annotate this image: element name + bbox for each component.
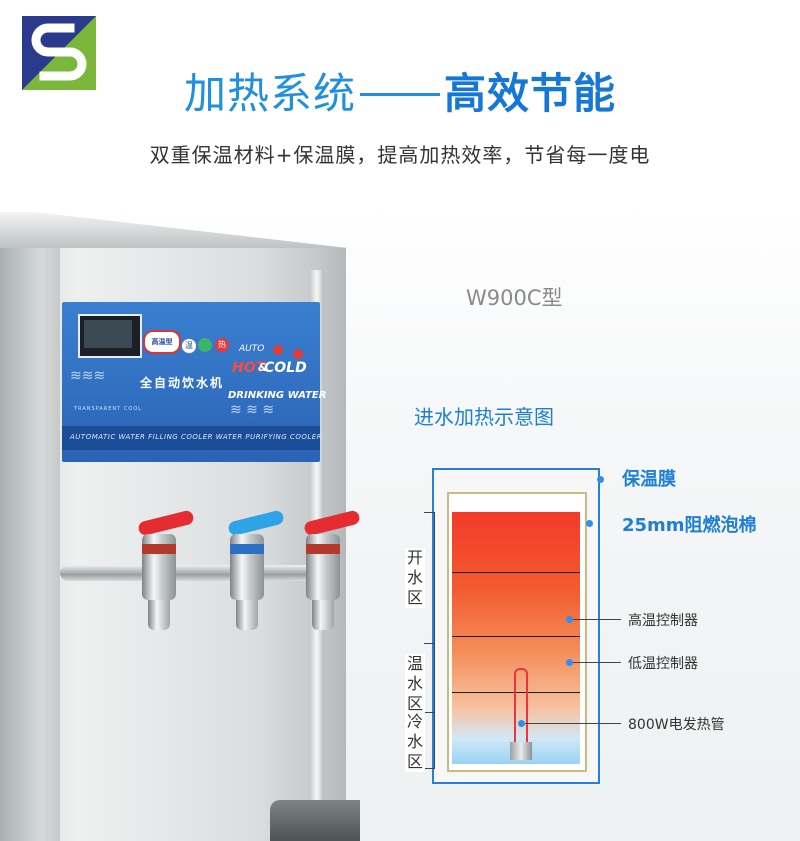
machine-base <box>270 800 360 841</box>
label-heater: 800W电发热管 <box>628 717 725 733</box>
wave-decoration-icon: ≋≋≋ <box>70 368 106 384</box>
callout-dot <box>518 720 525 727</box>
model-label: W900C型 <box>466 286 563 310</box>
heater-base <box>510 742 532 760</box>
panel-en-name: DRINKING WATER <box>228 390 327 401</box>
indicator-hot-label: 热 <box>218 340 226 349</box>
red-button-icon <box>273 345 283 355</box>
panel-auto-label: AUTO <box>239 344 265 354</box>
callout-dot <box>566 659 573 666</box>
tap-middle-nozzle <box>236 600 258 630</box>
zone-bracket-warm <box>424 642 435 713</box>
brand-logo-icon <box>22 16 96 90</box>
zone-bracket-boiling <box>424 512 435 644</box>
diagram-title: 进水加热示意图 <box>414 405 554 429</box>
title-part2: 高效节能 <box>444 69 617 118</box>
title-part1: 加热系统 <box>183 69 356 118</box>
panel-strip-text: AUTOMATIC WATER FILLING COOLER WATER PUR… <box>70 433 323 441</box>
title-dash <box>360 93 440 96</box>
callout-dot <box>597 476 604 483</box>
panel-amp-label: & <box>258 361 268 374</box>
tap-right-nozzle <box>312 600 334 630</box>
zone-label-boiling: 开 水 区 <box>405 548 425 608</box>
tap-right-stripe <box>306 544 340 554</box>
badge-text: 高温型 <box>151 338 173 346</box>
label-foam: 25mm阻燃泡棉 <box>622 515 757 536</box>
zone-char: 区 <box>406 694 423 713</box>
tap-left-nozzle <box>148 600 170 630</box>
page-title: 加热系统 高效节能 <box>0 66 800 122</box>
zone-char: 水 <box>406 732 423 751</box>
wave-decoration-icon: ≋ ≋ ≋ <box>230 402 275 418</box>
zone-char: 区 <box>406 752 423 771</box>
zone-label-cold: 冷 水 区 <box>405 712 425 772</box>
lcd-screen <box>84 320 132 348</box>
zone-char: 区 <box>406 588 423 607</box>
level-line <box>452 692 580 693</box>
zone-char: 开 <box>406 548 423 567</box>
water-tank <box>452 512 580 764</box>
tap-pipe <box>60 565 340 581</box>
label-low-temp-controller: 低温控制器 <box>628 656 698 672</box>
callout-dot <box>566 616 573 623</box>
panel-small-text: TRANSPARENT COOL <box>74 406 142 412</box>
callout-line <box>525 723 621 724</box>
indicator-warm-icon: 温 <box>181 338 197 354</box>
callout-dot <box>586 520 593 527</box>
zone-char: 水 <box>406 674 423 693</box>
heater-element-icon <box>514 668 528 748</box>
zone-bracket-cold <box>424 712 435 769</box>
hot-type-badge: 高温型 <box>143 330 181 354</box>
red-button-icon <box>293 349 303 359</box>
label-insulation-film: 保温膜 <box>622 469 676 490</box>
zone-char: 温 <box>406 654 423 673</box>
indicator-green-icon <box>198 338 212 352</box>
level-line <box>452 572 580 573</box>
panel-cold-label: COLD <box>264 360 307 376</box>
panel-cn-name: 全自动饮水机 <box>140 376 225 390</box>
panel-bottom-strip <box>62 426 320 450</box>
level-line <box>452 636 580 637</box>
zone-char: 水 <box>406 568 423 587</box>
indicator-hot-icon: 热 <box>215 338 229 352</box>
tap-middle-stripe <box>230 544 264 554</box>
zone-char: 冷 <box>406 712 423 731</box>
page-subtitle: 双重保温材料+保温膜，提高加热效率，节省每一度电 <box>149 143 651 167</box>
label-high-temp-controller: 高温控制器 <box>628 613 698 629</box>
callout-line <box>573 662 621 663</box>
panel-hot-label: HOT <box>232 360 266 376</box>
zone-label-warm: 温 水 区 <box>405 654 425 714</box>
indicator-warm-label: 温 <box>185 341 193 350</box>
machine-side <box>0 248 60 841</box>
tap-left-stripe <box>142 544 176 554</box>
callout-line <box>573 619 621 620</box>
